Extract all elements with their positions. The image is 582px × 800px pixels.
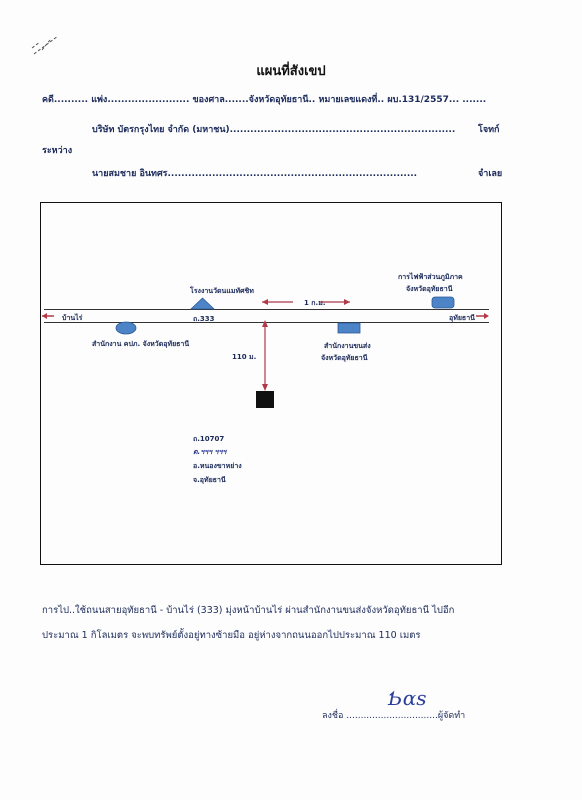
- distance-1km-label: 1 ก.ม.: [304, 299, 326, 307]
- between-label: ระหว่าง: [42, 146, 73, 156]
- map-drawing: [42, 296, 489, 408]
- factory-label: โรงงานวัดนแมทัศชิท: [190, 287, 254, 295]
- distance-110m-label: 110 ม.: [232, 353, 257, 361]
- province-label: จ.อุทัยธานี: [193, 476, 226, 484]
- factory-triangle-icon: [190, 297, 215, 310]
- cdd-office-icon: [115, 321, 137, 335]
- plaintiff-role: โจทก์: [478, 125, 500, 135]
- directions-line2: ประมาณ 1 กิโลเมตร จะพบทรัพย์ตั้งอยู่ทางซ…: [42, 630, 421, 641]
- pea-office-icon: [431, 296, 455, 309]
- transport-label-line1: สำนักงานขนส่ง: [324, 342, 371, 350]
- sign-label: ลงชื่อ ................................ผ…: [322, 711, 466, 721]
- corner-scribble: [31, 35, 59, 55]
- road-top-line: [44, 309, 489, 310]
- plaintiff-name: บริษัท บัตรกรุงไทย จำกัด (มหาชน)........…: [92, 125, 456, 135]
- right-direction-label: อุทัยธานี: [449, 314, 475, 322]
- transport-office-icon: [337, 322, 361, 334]
- handwritten-subdistrict: ต.ฯฯฯ ฯฯฯ: [193, 448, 227, 456]
- road-10707-label: ถ.10707: [193, 435, 225, 443]
- left-direction-label: บ้านไร่: [62, 314, 83, 322]
- signature: Ƅɑs: [388, 686, 427, 710]
- map-frame: [40, 202, 502, 565]
- defendant-role: จำเลย: [478, 169, 503, 179]
- directions-line1: การไป..ใช้ถนนสายอุทัยธานี - บ้านไร่ (333…: [42, 605, 455, 616]
- road-333-label: ถ.333: [193, 315, 215, 323]
- pea-label-line2: จังหวัดอุทัยธานี: [406, 285, 453, 293]
- pea-label-line1: การไฟฟ้าส่วนภูมิภาค: [398, 273, 463, 281]
- defendant-name: นายสมชาย อินทศร.........................…: [92, 169, 418, 179]
- road-bottom-line: [44, 322, 489, 323]
- property-box-icon: [256, 391, 274, 408]
- transport-label-line2: จังหวัดอุทัยธานี: [321, 354, 368, 362]
- district-label: อ.หนองขาหย่าง: [193, 462, 242, 470]
- cdd-office-label: สำนักงาน คปภ. จังหวัดอุทัยธานี: [92, 340, 190, 348]
- page-title: แผนที่สังเขป: [256, 64, 326, 79]
- case-line: คดี.......... แพ่ง......................…: [42, 95, 487, 105]
